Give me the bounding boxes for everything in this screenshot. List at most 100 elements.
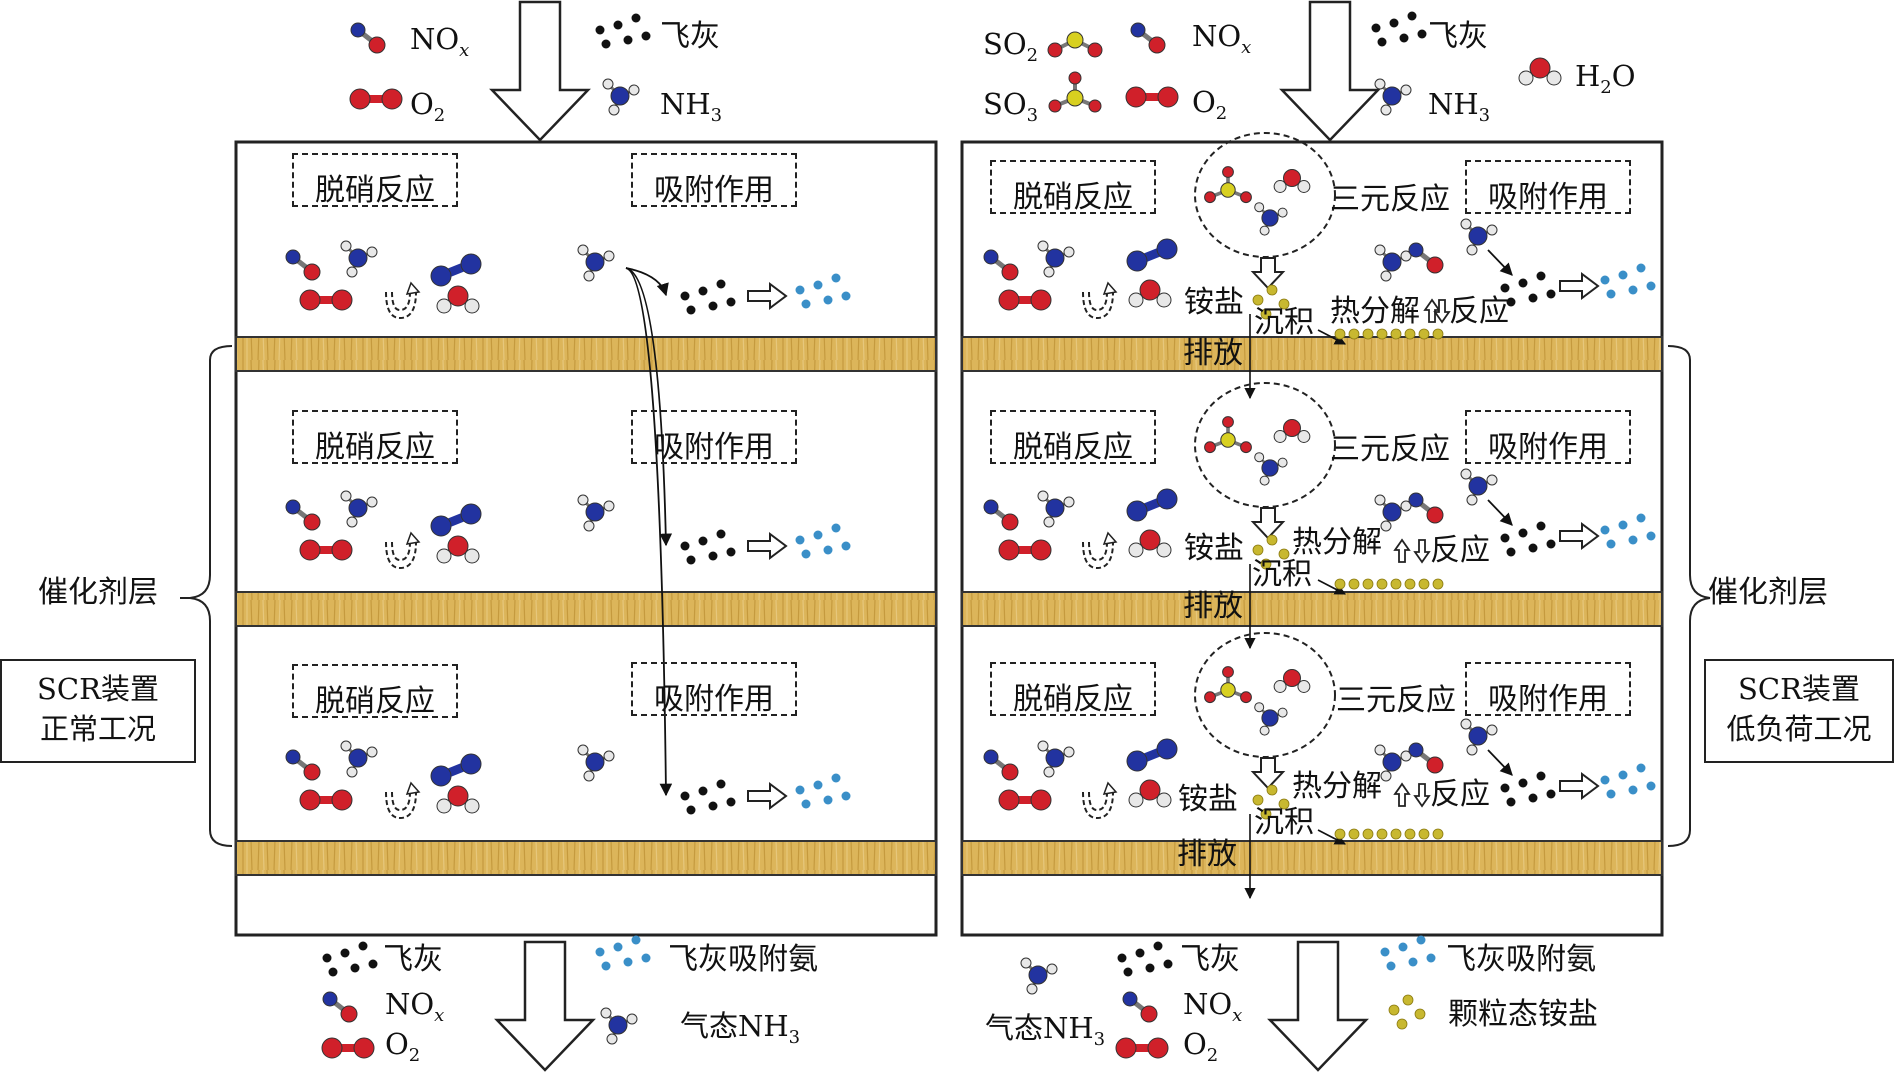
out-gas-nh3-label-right: 气态NH3 <box>985 1011 1106 1050</box>
discharge-label-2: 排放 <box>1183 589 1243 624</box>
reaction-arrow <box>1082 291 1114 320</box>
out-ash-ammonia-label: 飞灰吸附氨 <box>668 942 818 977</box>
catalyst-layer-low-2 <box>961 591 1663 627</box>
fly-ash-dots <box>680 279 736 315</box>
h2o-molecule <box>1128 779 1172 808</box>
so3-molecule <box>1048 71 1102 113</box>
nh3-molecule <box>1460 468 1498 506</box>
legend-fly-ash-label-right: 飞灰 <box>1428 19 1488 54</box>
h2o-molecule <box>1273 669 1311 693</box>
ammonium-salt-label-1: 铵盐 <box>1184 285 1244 320</box>
nh3-molecule <box>577 744 615 782</box>
thermal-decomp-label-3: 热分解 <box>1292 769 1382 804</box>
adsorbed-ash-dots <box>795 773 851 809</box>
out-nox-label-right: NOx <box>1183 987 1243 1026</box>
nh3-molecule <box>577 244 615 282</box>
reaction-arrow <box>385 541 417 570</box>
adsorption-box-low-1: 吸附作用 <box>1465 160 1631 215</box>
down-arrow-2 <box>1413 539 1431 564</box>
fly-ash-dots <box>1500 271 1556 307</box>
nh3-molecule <box>1460 718 1498 756</box>
reaction-label-3: 反应 <box>1430 777 1490 812</box>
legend-nh3-label: NH3 <box>660 87 723 126</box>
reaction-arrow <box>385 291 417 320</box>
legend-fly-ash-dots <box>595 13 651 49</box>
discharge-label-1: 排放 <box>1183 336 1243 371</box>
down-arrow-1 <box>1433 299 1451 324</box>
out-particle-salt-label: 颗粒态铵盐 <box>1448 997 1598 1032</box>
adsorbed-ash-dots <box>1600 763 1656 799</box>
out-o2-label: O2 <box>385 1027 421 1066</box>
nox-molecule <box>983 249 1019 281</box>
denitration-box-low-2: 脱硝反应 <box>990 410 1156 465</box>
ammonium-salt-label-2: 铵盐 <box>1184 531 1244 566</box>
panel-low-load-frame <box>960 140 1664 937</box>
reaction-arrow <box>391 791 411 812</box>
h2o-molecule <box>436 535 480 564</box>
h2o-molecule <box>1273 169 1311 193</box>
so3-molecule <box>1204 416 1252 454</box>
nh3-molecule <box>1254 452 1288 486</box>
nh3-molecule <box>1037 240 1075 278</box>
h2o-molecule <box>436 785 480 814</box>
ternary-down-arrow <box>1250 507 1286 540</box>
o2-molecule <box>349 88 403 110</box>
transform-arrow <box>747 782 788 810</box>
legend-o2-label: O2 <box>410 87 446 126</box>
nox-molecule <box>1408 242 1444 274</box>
n2-molecule <box>1126 738 1178 772</box>
catalyst-layer-label-left: 催化剂层 <box>38 575 158 610</box>
nh3-molecule <box>1374 78 1412 116</box>
reaction-arrow <box>385 791 417 820</box>
nh3-molecule <box>1460 218 1498 256</box>
denitration-box-normal-2: 脱硝反应 <box>292 410 458 465</box>
legend-o2-label-right: O2 <box>1192 85 1228 124</box>
device-low-line1: SCR装置 <box>1738 672 1860 706</box>
nox-molecule <box>1122 991 1158 1023</box>
adsorption-curve-arrow <box>625 267 673 797</box>
catalyst-brace-right <box>1667 345 1711 847</box>
device-normal-line2: 正常工况 <box>39 712 156 746</box>
ternary-label-3: 三元反应 <box>1336 683 1456 718</box>
denitration-box-low-1: 脱硝反应 <box>990 160 1156 215</box>
adsorption-box-low-3: 吸附作用 <box>1465 662 1631 717</box>
reaction-arrow <box>1102 781 1118 795</box>
adsorbed-ash-dots <box>1600 513 1656 549</box>
reaction-arrow <box>1102 281 1118 295</box>
nox-molecule <box>350 22 386 54</box>
device-box-low-load: SCR装置 低负荷工况 <box>1704 659 1894 763</box>
ammonium-salt-particles <box>1388 994 1426 1030</box>
reaction-arrow <box>405 531 421 545</box>
catalyst-layer-normal-2 <box>235 591 937 627</box>
down-arrow-3 <box>1413 783 1431 808</box>
ternary-label-1: 三元反应 <box>1330 182 1450 217</box>
o2-molecule <box>299 789 353 811</box>
legend-nox-label: NOx <box>410 22 470 61</box>
nh3-molecule <box>340 240 378 278</box>
adsorbed-ash-dots <box>795 523 851 559</box>
catalyst-layer-low-1 <box>961 336 1663 372</box>
adsorption-box-normal-1: 吸附作用 <box>631 153 797 208</box>
ternary-down-arrow <box>1250 757 1286 790</box>
adsorption-arrow <box>1487 499 1513 526</box>
ternary-label-2: 三元反应 <box>1330 432 1450 467</box>
inlet-arrow-low <box>1279 0 1381 142</box>
discharge-label-3: 排放 <box>1177 837 1237 872</box>
catalyst-layer-normal-1 <box>235 336 937 372</box>
transform-arrow <box>1559 772 1600 800</box>
deposit-arrow <box>1317 829 1346 845</box>
thermal-decomp-label-1: 热分解 <box>1330 294 1420 329</box>
nox-molecule <box>285 499 321 531</box>
device-box-normal: SCR装置 正常工况 <box>0 659 196 763</box>
n2-molecule <box>1126 238 1178 272</box>
nox-molecule <box>983 749 1019 781</box>
h2o-molecule <box>1128 529 1172 558</box>
fly-ash-dots <box>680 779 736 815</box>
o2-molecule <box>299 539 353 561</box>
out-ash-ammonia-dots <box>595 935 651 971</box>
deposit-label-2: 沉积 <box>1252 557 1312 592</box>
out-ash-ammonia-dots-right <box>1380 935 1436 971</box>
so3-molecule <box>1204 166 1252 204</box>
out-gas-nh3-label: 气态NH3 <box>680 1009 801 1048</box>
